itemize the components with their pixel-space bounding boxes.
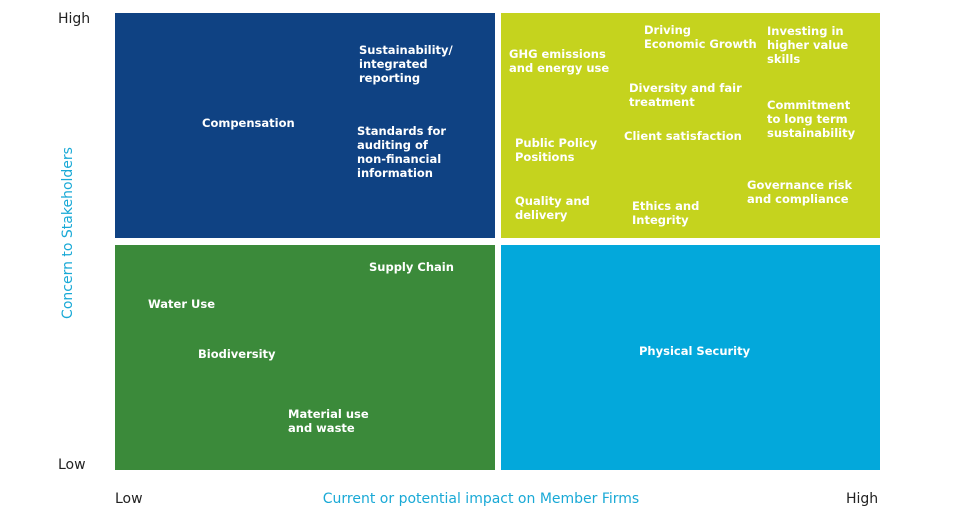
issue-label: Commitment to long term sustainability <box>767 98 856 140</box>
quadrant-low-concern-high-impact: Physical Security <box>501 245 880 470</box>
x-axis-low-label: Low <box>115 491 143 507</box>
issue-label: Compensation <box>202 116 295 130</box>
y-axis-high-label: High <box>58 11 91 27</box>
issue-label: Investing in higher value skills <box>767 24 849 66</box>
issue-label: GHG emissions and energy use <box>509 47 610 75</box>
issue-label: Public Policy Positions <box>515 136 598 164</box>
issue-label: Water Use <box>148 297 215 311</box>
issue-label: Supply Chain <box>369 260 454 274</box>
quadrant-high-concern-high-impact: GHG emissions and energy use Driving Eco… <box>501 13 880 238</box>
issue-label: Material use and waste <box>288 407 369 435</box>
issue-label: Biodiversity <box>198 347 276 361</box>
issue-label: Quality and delivery <box>515 194 590 222</box>
x-axis-title: Current or potential impact on Member Fi… <box>322 491 640 507</box>
issue-label: Client satisfaction <box>624 129 742 143</box>
quadrant-high-concern-low-impact: Sustainability/ integrated reporting Com… <box>115 13 495 238</box>
issue-label: Diversity and fair treatment <box>629 81 742 109</box>
quadrant-low-concern-low-impact: Supply Chain Water Use Biodiversity Mate… <box>115 245 495 470</box>
issue-label: Physical Security <box>639 344 751 358</box>
issue-label: Standards for auditing of non-financial … <box>357 124 447 180</box>
y-axis-title: Concern to Stakeholders <box>60 147 76 319</box>
issue-label: Driving Economic Growth <box>644 23 757 51</box>
issue-label: Governance risk and compliance <box>747 178 853 206</box>
x-axis-high-label: High <box>846 491 879 507</box>
issue-label: Ethics and Integrity <box>632 199 700 227</box>
issue-label: Sustainability/ integrated reporting <box>359 43 453 85</box>
y-axis-low-label: Low <box>58 457 86 473</box>
